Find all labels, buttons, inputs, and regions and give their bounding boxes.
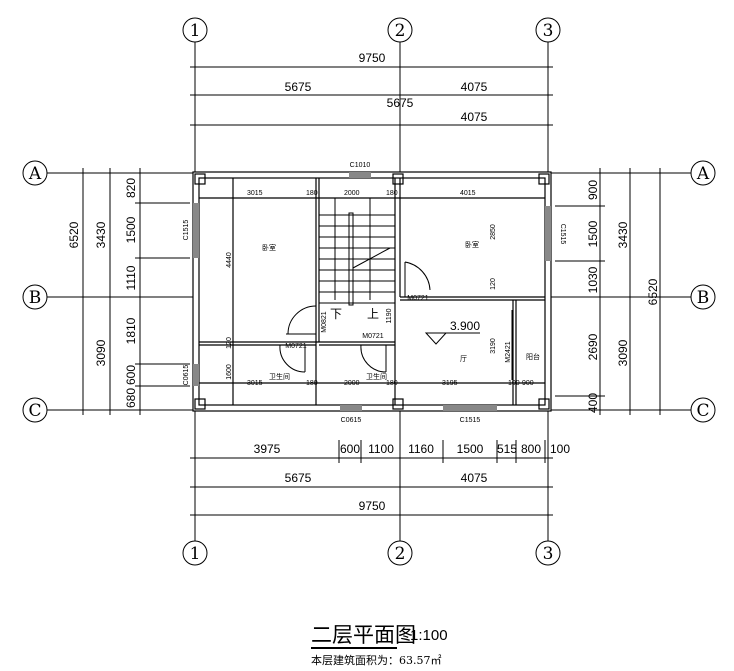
dim-text: 120 <box>490 278 497 290</box>
dim-text: 2850 <box>490 224 497 240</box>
dim-text: 2690 <box>586 333 600 360</box>
dim-text: 9750 <box>359 51 386 65</box>
dim-text: 3975 <box>254 442 281 456</box>
dim-text: 900 <box>586 180 600 200</box>
dim-text: 100 <box>550 442 570 456</box>
door-label: M2421 <box>505 341 512 363</box>
floor-area-note: 本层建筑面积为：63.57㎡ <box>311 653 442 667</box>
dim-text: 1190 <box>386 308 393 323</box>
dim-text: 1030 <box>586 266 600 293</box>
dim-text: 120 <box>226 337 233 349</box>
window-label: C1515 <box>460 417 481 424</box>
dim-text: 9750 <box>359 499 386 513</box>
axis-label: 3 <box>543 21 554 41</box>
room-label-bedroom: 卧室 <box>465 240 479 249</box>
room-label-balcony: 阳台 <box>526 352 540 361</box>
window-label: C1010 <box>350 162 371 169</box>
dim-text: 3430 <box>94 221 108 248</box>
dim-text: 820 <box>124 178 138 198</box>
dim-text: 4075 <box>461 471 488 485</box>
dim-text: 1500 <box>457 442 484 456</box>
dim-text: 1110 <box>124 265 138 290</box>
axis-label: 2 <box>395 544 406 564</box>
axis-label: A <box>696 164 710 184</box>
elevation-marker: 3.900 <box>424 319 480 345</box>
elevation-text: 3.900 <box>450 319 480 333</box>
dim-text: 3195 <box>442 380 458 387</box>
drawing-scale: 1:100 <box>410 627 448 644</box>
axis-label: 3 <box>543 544 554 564</box>
dim-text: 180 <box>386 190 398 197</box>
dim-text: 180 <box>386 380 398 387</box>
axis-label: B <box>697 288 710 308</box>
door-label: M0821 <box>321 311 328 333</box>
dim-text: 800 <box>521 442 541 456</box>
inner-dimensions: 3015 180 2000 180 4015 4440 2850 120 119… <box>226 190 534 387</box>
dim-text: 3015 <box>247 380 263 387</box>
top-dimensions: 9750 5675 4075 5675 4075 <box>190 51 553 126</box>
axis-bubbles: 1 2 3 1 2 3 A B C A B C <box>22 17 716 566</box>
dim-text: 2000 <box>344 190 360 197</box>
dim-text: 680 <box>124 388 138 408</box>
window-label: C0615 <box>341 417 362 424</box>
dim-text: 3430 <box>616 221 630 248</box>
dim-text: 5675 <box>285 471 312 485</box>
axis-label: C <box>696 401 709 421</box>
stair-down-label: 下 <box>330 307 342 321</box>
room-label-bedroom: 卧室 <box>262 243 276 252</box>
axis-label: 1 <box>190 544 201 564</box>
door-label: M0721 <box>407 295 429 302</box>
dim-text: 4075 <box>461 80 488 94</box>
dim-text: 515 <box>497 442 517 456</box>
left-dimensions: 6520 3430 3090 820 1500 1110 1810 600 68… <box>67 168 190 415</box>
dim-text: 1160 <box>408 442 434 456</box>
window-label: C1515 <box>559 224 566 245</box>
dim-text: 3015 <box>247 190 263 197</box>
dim-text: 3190 <box>490 338 497 354</box>
dim-text: 4075 <box>461 110 488 124</box>
door-label: M0721 <box>362 333 384 340</box>
door-label: M0721 <box>285 343 307 350</box>
dim-text: 180 <box>306 190 318 197</box>
dim-text: 1500 <box>124 216 138 243</box>
room-label-bathroom: 卫生间 <box>366 372 387 381</box>
axis-label: 1 <box>190 21 201 41</box>
dim-text: 180 <box>306 380 318 387</box>
dim-text: 100 <box>508 380 520 387</box>
windows <box>193 172 551 411</box>
dim-text: 5675 <box>285 80 312 94</box>
drawing-title: 二层平面图 <box>311 623 416 647</box>
doors <box>279 261 513 380</box>
dim-text: 600 <box>340 442 360 456</box>
axis-label: 2 <box>395 21 406 41</box>
dim-text: 900 <box>522 380 534 387</box>
room-label-bathroom: 卫生间 <box>269 372 290 381</box>
window-label: C1515 <box>183 220 190 241</box>
dim-text: 6520 <box>646 278 660 305</box>
axis-label: C <box>28 401 41 421</box>
dim-text: 600 <box>124 365 138 385</box>
dim-text: 1100 <box>368 442 394 456</box>
right-dimensions: 900 1500 1030 2690 400 3430 3090 6520 <box>555 168 661 415</box>
dim-text: 3090 <box>94 339 108 366</box>
dim-text: 5675 <box>387 96 414 110</box>
room-label-living: 厅 <box>460 355 467 363</box>
dim-text: 6520 <box>67 221 81 248</box>
staircase <box>319 198 395 306</box>
dim-text: 1500 <box>586 220 600 247</box>
dim-text: 2000 <box>344 380 360 387</box>
bottom-dimensions: 3975 600 1100 1160 1500 515 800 100 5675… <box>190 440 570 516</box>
dim-text: 1810 <box>124 317 138 344</box>
dim-text: 4015 <box>460 190 476 197</box>
axis-label: B <box>29 288 42 308</box>
axis-lines <box>47 42 691 541</box>
stair-up-label: 上 <box>367 307 379 321</box>
dim-text: 4440 <box>226 252 233 268</box>
dim-text: 400 <box>586 393 600 413</box>
dim-text: 3090 <box>616 339 630 366</box>
axis-label: A <box>28 164 42 184</box>
window-label: C0615 <box>183 365 190 386</box>
dim-text: 1600 <box>226 364 233 380</box>
